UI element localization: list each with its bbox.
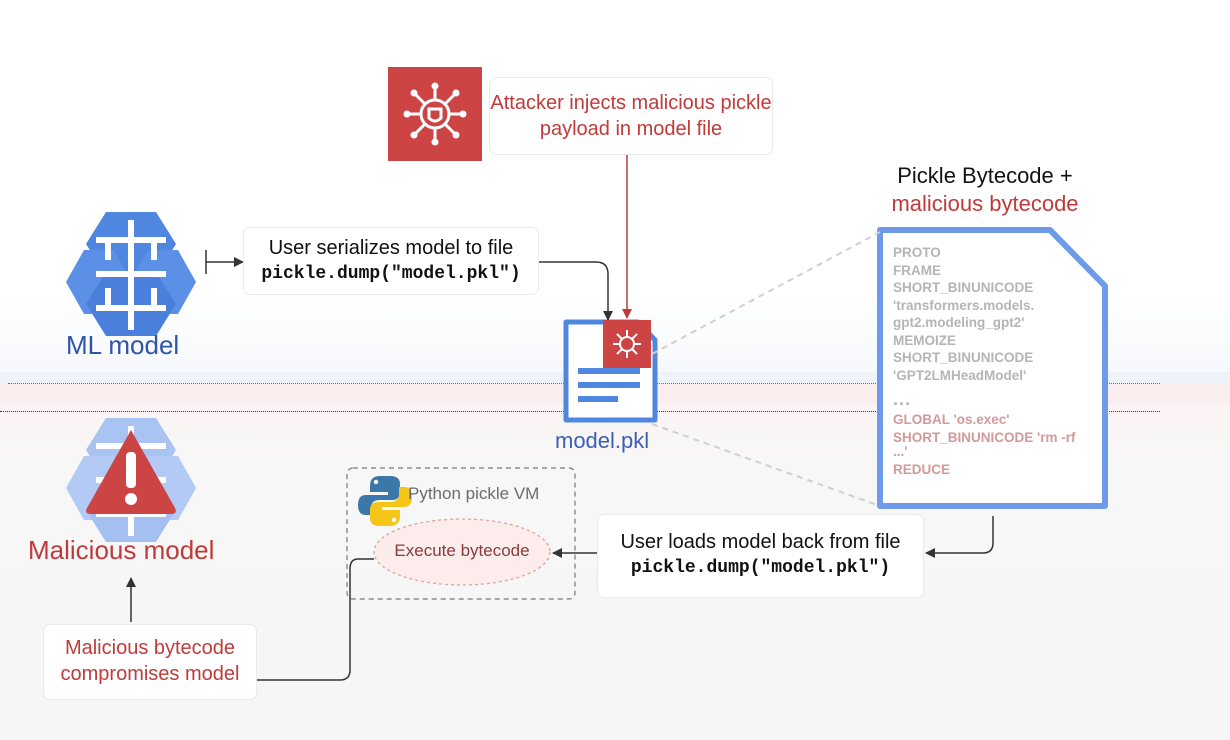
python-logo-icon (358, 476, 412, 526)
compromise-text: Malicious bytecode compromises model (60, 637, 240, 685)
bytecode-line: PROTO (893, 245, 941, 260)
bytecode-title-malicious: malicious bytecode (891, 191, 1079, 216)
warning-triangle-icon (86, 430, 176, 514)
ml-model-brain-icon (66, 212, 196, 336)
load-line: User loads model back from file (620, 531, 901, 553)
bytecode-line: MEMOIZE (893, 332, 956, 348)
bytecode-line: gpt2.modeling_gpt2' (893, 315, 1025, 330)
serialize-line: User serializes model to file (268, 237, 514, 259)
bytecode-line: FRAME (893, 262, 941, 278)
bytecode-malicious-line: REDUCE (893, 462, 951, 477)
arrow-serialize-to-file (538, 261, 613, 321)
arrow-execute-to-compromise (256, 558, 374, 681)
bytecode-panel (877, 227, 1108, 509)
python-vm-label: Python pickle VM (408, 484, 540, 503)
bytecode-line: SHORT_BINUNICODE (893, 280, 1034, 295)
bytecode-title-line: Pickle Bytecode + (897, 163, 1073, 188)
model-file-label: model.pkl (555, 428, 650, 453)
injected-payload-icon (603, 320, 651, 368)
bytecode-malicious-line: SHORT_BINUNICODE 'rm -rf (893, 429, 1076, 445)
bytecode-ellipsis: ... (893, 389, 912, 409)
attacker-text: Attacker injects malicious pickle payloa… (490, 92, 772, 140)
arrow-bytecode-to-load (925, 516, 994, 558)
bytecode-line: SHORT_BINUNICODE (893, 350, 1034, 365)
bytecode-line: 'transformers.models. (893, 297, 1035, 313)
bytecode-title: Pickle Bytecode + malicious bytecode (870, 162, 1100, 218)
ml-model-label: ML model (66, 330, 180, 360)
attacker-icon (388, 67, 482, 161)
load-code: pickle.dump("model.pkl") (630, 558, 891, 578)
attacker-box: Attacker injects malicious pickle payloa… (490, 78, 772, 154)
zoom-line-bottom (651, 423, 881, 507)
load-box: User loads model back from file pickle.d… (598, 515, 923, 597)
bytecode-line: 'GPT2LMHeadModel' (893, 367, 1027, 383)
execute-bytecode-ellipse (373, 518, 551, 586)
malicious-model-label: Malicious model (28, 535, 215, 565)
serialize-code: pickle.dump("model.pkl") (261, 264, 521, 284)
compromise-box: Malicious bytecode compromises model (44, 625, 256, 699)
bytecode-lines: PROTO FRAME SHORT_BINUNICODE 'transforme… (893, 244, 1093, 479)
python-vm-box (346, 467, 576, 600)
serialize-box: User serializes model to file pickle.dum… (244, 228, 538, 294)
execute-bytecode-label: Execute bytecode (394, 541, 530, 560)
bytecode-malicious-line: GLOBAL 'os.exec' (893, 412, 1010, 427)
bytecode-malicious-line: ...' (893, 444, 908, 459)
zoom-line-top (651, 231, 881, 355)
